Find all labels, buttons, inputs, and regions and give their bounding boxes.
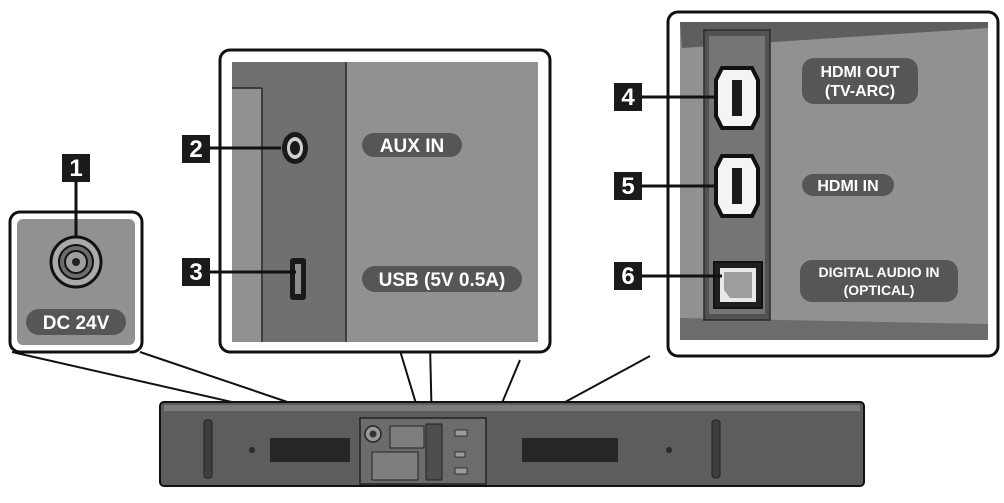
- callout-hdmi-optical: HDMI OUT (TV-ARC) HDMI IN DIGITAL AUDIO …: [666, 10, 1000, 358]
- port-label-3: USB (5V 0.5A): [379, 270, 506, 291]
- label-badge-3: [362, 266, 522, 292]
- number-badge-1: 1: [62, 154, 90, 238]
- number-badge-6: 6: [614, 262, 722, 290]
- port-label-6-line1: DIGITAL AUDIO IN: [818, 264, 939, 280]
- number-badge-3: 3: [182, 258, 296, 286]
- number-badge-4: 4: [614, 83, 718, 111]
- port-label-4-line1: HDMI OUT: [820, 64, 899, 81]
- port-label-2: AUX IN: [380, 136, 444, 157]
- port-number-1: 1: [69, 155, 82, 182]
- label-badge-4: [802, 58, 918, 104]
- hdmi-out-port-icon: [714, 66, 760, 130]
- port-number-4: 4: [621, 84, 635, 111]
- usb-port-icon: [290, 258, 306, 300]
- dc-jack-icon: [49, 235, 103, 289]
- port-number-5: 5: [621, 173, 634, 200]
- hdmi-in-port-icon: [714, 154, 760, 218]
- port-number-6: 6: [621, 263, 634, 290]
- label-badge-1: [26, 309, 126, 335]
- port-number-3: 3: [189, 259, 202, 286]
- port-number-2: 2: [189, 136, 202, 163]
- callout-aux-usb: AUX IN USB (5V 0.5A): [218, 48, 552, 354]
- soundbar: [159, 401, 865, 487]
- aux-jack-icon: [282, 132, 308, 164]
- optical-port-icon: [713, 261, 763, 309]
- label-badge-6: [800, 260, 958, 302]
- callout-dc-power: DC 24V: [8, 210, 144, 354]
- port-label-4-line2: (TV-ARC): [825, 83, 895, 100]
- port-label-5: HDMI IN: [817, 178, 878, 195]
- label-badge-2: [362, 133, 462, 157]
- port-label-1: DC 24V: [43, 313, 110, 334]
- label-badge-5: [802, 174, 894, 196]
- port-label-6-line2: (OPTICAL): [844, 282, 915, 298]
- number-badge-5: 5: [614, 172, 718, 200]
- number-badge-2: 2: [182, 135, 281, 163]
